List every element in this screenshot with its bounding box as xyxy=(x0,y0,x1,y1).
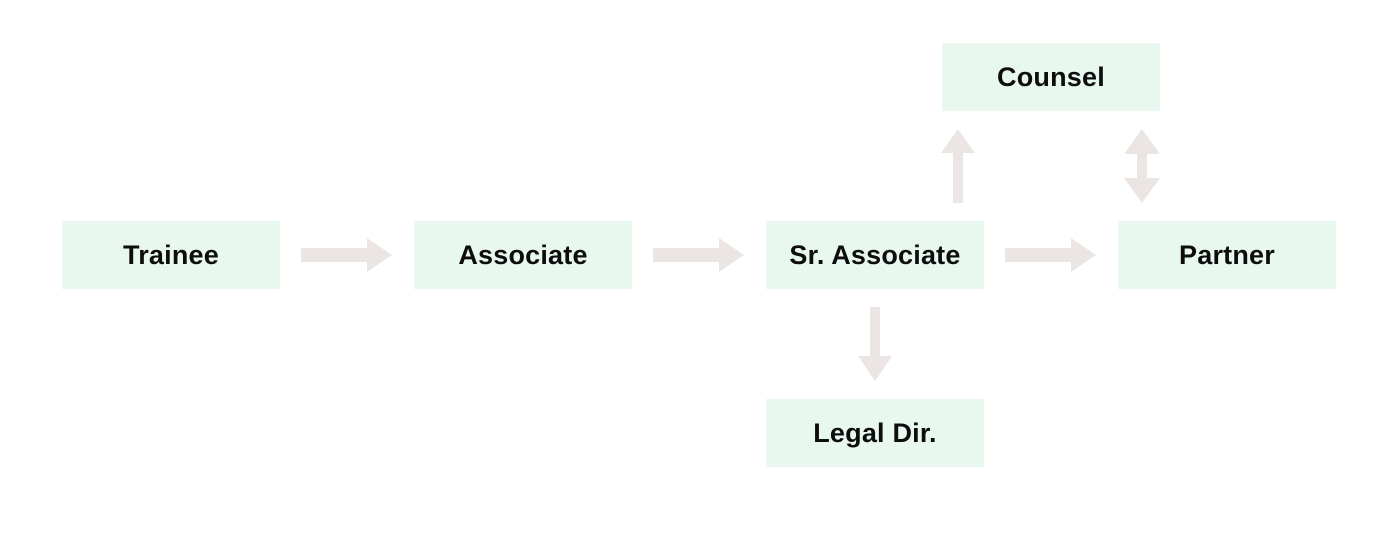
node-associate: Associate xyxy=(414,221,632,289)
arrow-associate-to-sr-associate xyxy=(653,238,744,272)
node-sr-associate: Sr. Associate xyxy=(766,221,984,289)
arrow-trainee-to-associate xyxy=(301,238,392,272)
node-partner: Partner xyxy=(1118,221,1336,289)
arrow-sr-associate-to-counsel xyxy=(941,129,975,203)
node-counsel: Counsel xyxy=(942,43,1160,111)
node-legal-director: Legal Dir. xyxy=(766,399,984,467)
arrow-counsel-partner-two-way xyxy=(1124,129,1160,203)
arrow-sr-associate-to-legal-director xyxy=(858,307,892,381)
arrow-sr-associate-to-partner xyxy=(1005,238,1096,272)
node-trainee: Trainee xyxy=(62,221,280,289)
